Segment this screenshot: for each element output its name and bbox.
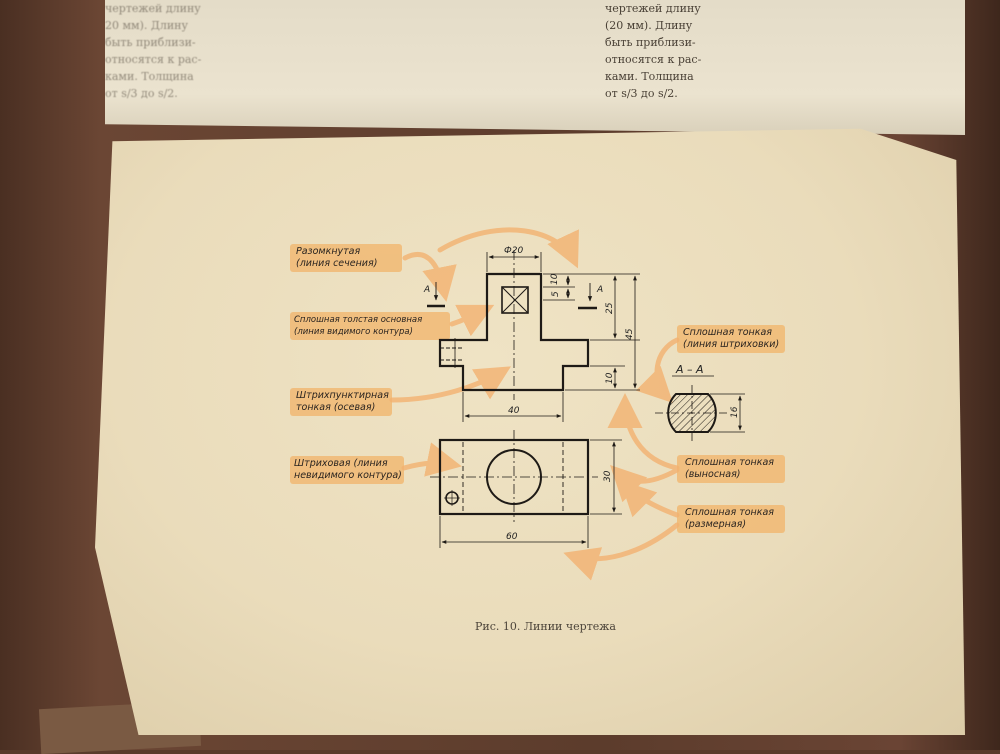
dim-30: 30 — [603, 470, 613, 482]
leader-dash-dot — [389, 366, 512, 403]
top-hole-box — [501, 286, 529, 314]
top-view — [430, 430, 598, 522]
label-solid-thick: Сплошная толстая основная (линия видимог… — [294, 314, 422, 338]
leader-dim-2 — [563, 522, 680, 581]
highlight-dashed — [290, 456, 404, 484]
text-line: (20 мм). Длину — [605, 19, 693, 32]
highlight-dash-dot — [290, 388, 392, 416]
label-line: Штрихпунктирная — [296, 390, 389, 401]
label-open-line: Разомкнутая (линия сечения) — [296, 246, 377, 270]
text-line: от s/3 до s/2. — [605, 87, 678, 100]
dim-dia: Ф20 — [504, 246, 523, 256]
leader-dashed — [401, 442, 462, 477]
label-line: Штриховая (линия — [294, 458, 388, 469]
top-dimensions — [439, 439, 622, 548]
highlight-dim — [677, 505, 785, 533]
text-line: от s/3 до s/2. — [105, 87, 178, 100]
previous-page: чертежей длину 20 мм). Длину быть прибли… — [105, 0, 965, 135]
label-line: Сплошная тонкая — [685, 457, 775, 468]
leader-hatch — [635, 337, 680, 403]
label-line: Разомкнутая — [296, 246, 361, 257]
label-solid-thin-ext: Сплошная тонкая (выносная) — [685, 457, 774, 481]
highlight-solid-thick — [290, 312, 450, 340]
section-view — [655, 375, 745, 442]
highlight-open-line — [290, 244, 402, 272]
figure-caption: Рис. 10. Линии чертежа — [475, 620, 616, 633]
label-solid-thin-dim: Сплошная тонкая (размерная) — [685, 507, 774, 531]
label-line: (линия видимого контура) — [294, 327, 413, 337]
front-view — [438, 250, 590, 400]
big-hole — [486, 449, 542, 505]
label-solid-thin-hatch: Сплошная тонкая (линия штриховки) — [683, 327, 779, 351]
text-line: ками. Толщина — [605, 70, 694, 83]
label-line: невидимого контура) — [294, 470, 402, 481]
leader-dim — [620, 480, 680, 518]
left-text-column: чертежей длину 20 мм). Длину быть прибли… — [105, 0, 525, 130]
text-line: относятся к рас- — [105, 53, 202, 66]
highlight-ext — [677, 455, 785, 483]
label-line: (выносная) — [685, 469, 741, 480]
dim-16: 16 — [730, 406, 740, 418]
text-line: ками. Толщина — [105, 70, 194, 83]
label-line: Сплошная тонкая — [683, 327, 773, 338]
section-marks — [427, 282, 597, 310]
dim-60: 60 — [506, 532, 518, 542]
text-line: чертежей длину — [105, 2, 201, 15]
label-line: (линия сечения) — [296, 258, 378, 269]
hole-cross — [501, 286, 529, 314]
text-line: чертежей длину — [605, 2, 701, 15]
dim-10b: 10 — [605, 372, 615, 384]
dim-25: 25 — [605, 302, 615, 314]
section-title: А – А — [675, 363, 704, 376]
label-line: (линия штриховки) — [683, 339, 780, 350]
leader-solid-thick — [449, 304, 495, 337]
front-dimensions — [462, 252, 640, 422]
leader-arrows — [389, 227, 680, 581]
highlight-hatch — [677, 325, 785, 353]
leader-open-line — [402, 252, 457, 302]
front-outline — [438, 272, 590, 392]
dim-5: 5 — [551, 291, 561, 297]
label-line: Сплошная толстая основная — [294, 315, 423, 325]
leader-ext-2 — [610, 465, 680, 503]
dim-45: 45 — [625, 328, 635, 340]
label-highlights — [290, 244, 785, 533]
section-label-left: А — [423, 285, 430, 295]
label-dashed: Штриховая (линия невидимого контура) — [294, 458, 402, 482]
text-line: 20 мм). Длину — [105, 19, 188, 32]
right-text-column: чертежей длину (20 мм). Длину быть прибл… — [605, 0, 935, 102]
label-line: тонкая (осевая) — [296, 402, 376, 413]
label-line: Сплошная тонкая — [685, 507, 775, 518]
text-line: относятся к рас- — [605, 53, 702, 66]
dim-40: 40 — [508, 406, 520, 416]
text-line: быть приблизи- — [605, 36, 696, 49]
leader-ext — [607, 393, 680, 471]
label-dash-dot: Штрихпунктирная тонкая (осевая) — [296, 390, 389, 414]
leader-open-line-2 — [437, 227, 579, 269]
text-line: быть приблизи- — [105, 36, 196, 49]
dim-10: 10 — [550, 273, 560, 285]
section-label-right: А — [596, 285, 603, 295]
label-line: (размерная) — [685, 519, 747, 530]
